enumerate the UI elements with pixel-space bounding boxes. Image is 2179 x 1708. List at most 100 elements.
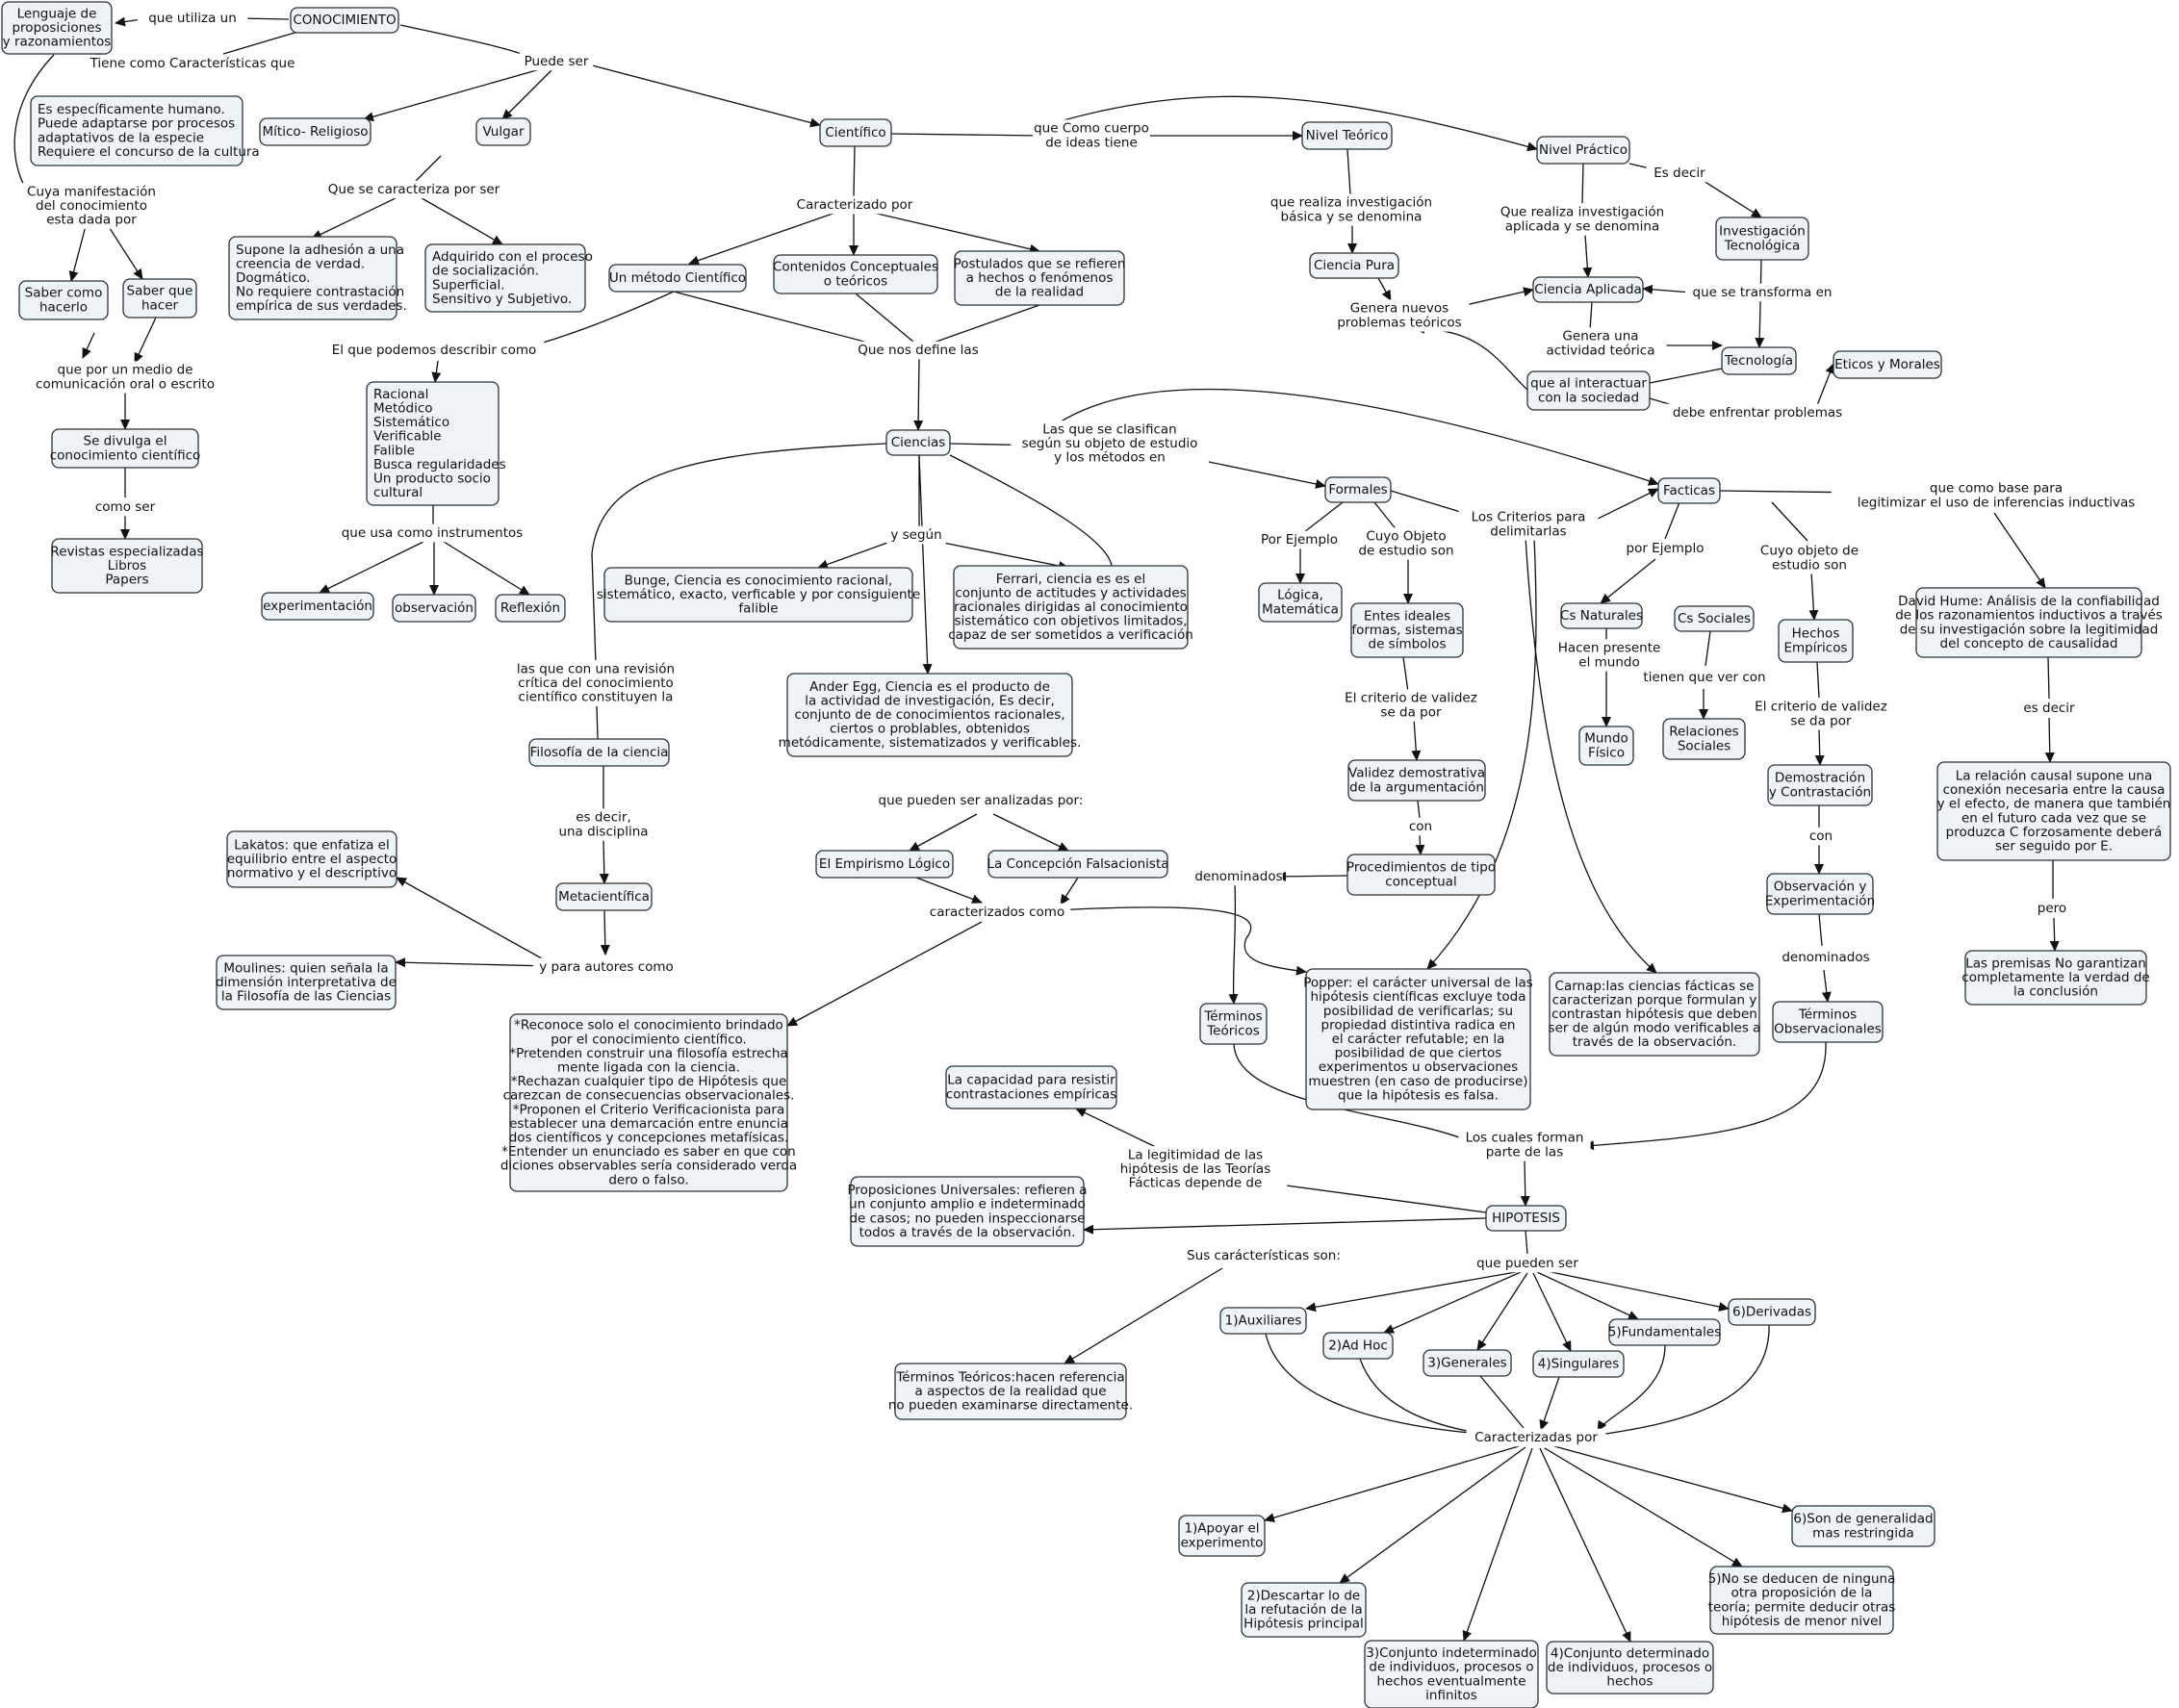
connector-87 — [1993, 512, 2046, 589]
link-label-autores: y para autores como — [532, 957, 680, 977]
link-label-analizadas: que pueden ser analizadas por: — [867, 791, 1094, 810]
connector-13 — [416, 194, 503, 245]
node-conocimiento: CONOCIMIENTO — [290, 7, 399, 34]
connector-81 — [1816, 661, 1820, 699]
node-ciencias: Ciencias — [885, 429, 951, 456]
connector-76 — [1808, 571, 1819, 621]
connector-92 — [1402, 656, 1409, 693]
svg-text:Caracterizadas por: Caracterizadas por — [1474, 1430, 1598, 1445]
svg-text:4)Singulares: 4)Singulares — [1538, 1357, 1619, 1372]
connector-95 — [1415, 834, 1425, 855]
link-label-con-1: con — [1405, 817, 1436, 836]
connector-27 — [1642, 284, 1692, 294]
svg-text:5)Fundamentales: 5)Fundamentales — [1608, 1325, 1722, 1340]
link-label-pueden-ser: que pueden ser — [1472, 1254, 1583, 1273]
svg-text:Un método Científico: Un método Científico — [609, 270, 746, 286]
connector-129 — [1592, 1324, 1770, 1440]
connector-9 — [68, 221, 88, 282]
node-facticas: Facticas — [1657, 477, 1721, 504]
svg-text:Ciencia Aplicada: Ciencia Aplicada — [1534, 282, 1642, 297]
connector-108 — [915, 877, 983, 905]
node-cientifico: Científico — [819, 118, 892, 147]
svg-text:Tiene como Características que: Tiene como Características que — [90, 56, 295, 71]
svg-text:Que se caracteriza por ser: Que se caracteriza por ser — [328, 182, 500, 197]
connector-119 — [1383, 1271, 1522, 1334]
link-label-caracteristicas: Tiene como Características que — [79, 54, 306, 73]
svg-text:pero: pero — [2038, 901, 2066, 916]
svg-text:tienen que ver con: tienen que ver con — [1643, 670, 1765, 685]
node-derivadas: 6)Derivadas — [1728, 1298, 1816, 1326]
node-falsacionista: La Concepción Falsacionista — [987, 850, 1169, 879]
svg-text:Caracterizado por: Caracterizado por — [797, 197, 913, 213]
connector-57 — [817, 541, 891, 570]
connector-62 — [591, 552, 597, 665]
connector-59 — [918, 454, 933, 675]
connector-130 — [1264, 1445, 1520, 1522]
link-label-se-caracteriza: Que se caracteriza por ser — [315, 180, 513, 199]
svg-text:Ciencia Pura: Ciencia Pura — [1314, 258, 1395, 273]
connector-120 — [1476, 1272, 1528, 1351]
node-singulares: 4)Singulares — [1532, 1350, 1625, 1378]
connector-110 — [786, 921, 983, 1027]
node-filosofia: Filosofía de la ciencia — [528, 738, 670, 767]
node-ciencia-pura: Ciencia Pura — [1309, 252, 1399, 279]
connector-93 — [1411, 718, 1422, 761]
svg-text:El que podemos describir como: El que podemos describir como — [332, 343, 537, 358]
connector-8 — [577, 61, 821, 128]
connector-118 — [1305, 1271, 1517, 1313]
connector-105 — [395, 957, 550, 968]
connector-91 — [2049, 917, 2060, 952]
svg-text:6)Derivadas: 6)Derivadas — [1732, 1305, 1811, 1320]
connector-96 — [1275, 871, 1348, 881]
connector-94 — [1417, 800, 1421, 819]
connector-26 — [1703, 180, 1762, 218]
svg-text:2)Ad Hoc: 2)Ad Hoc — [1328, 1338, 1388, 1354]
svg-text:Mítico- Religioso: Mítico- Religioso — [263, 124, 369, 140]
svg-text:observación: observación — [395, 600, 474, 616]
svg-text:y según: y según — [890, 527, 941, 543]
connector-12 — [311, 194, 402, 240]
connector-88 — [2047, 656, 2050, 700]
connector-32 — [1589, 301, 1593, 331]
svg-text:Metacientífica: Metacientífica — [558, 889, 650, 905]
connector-53 — [319, 541, 424, 594]
connector-107 — [992, 813, 1069, 852]
svg-text:Cs Sociales: Cs Sociales — [1678, 611, 1751, 626]
link-label-con-2: con — [1806, 827, 1836, 846]
connector-55 — [443, 541, 530, 596]
connector-17 — [853, 145, 856, 198]
svg-text:Sus carácterísticas son:: Sus carácterísticas son: — [1187, 1248, 1341, 1263]
